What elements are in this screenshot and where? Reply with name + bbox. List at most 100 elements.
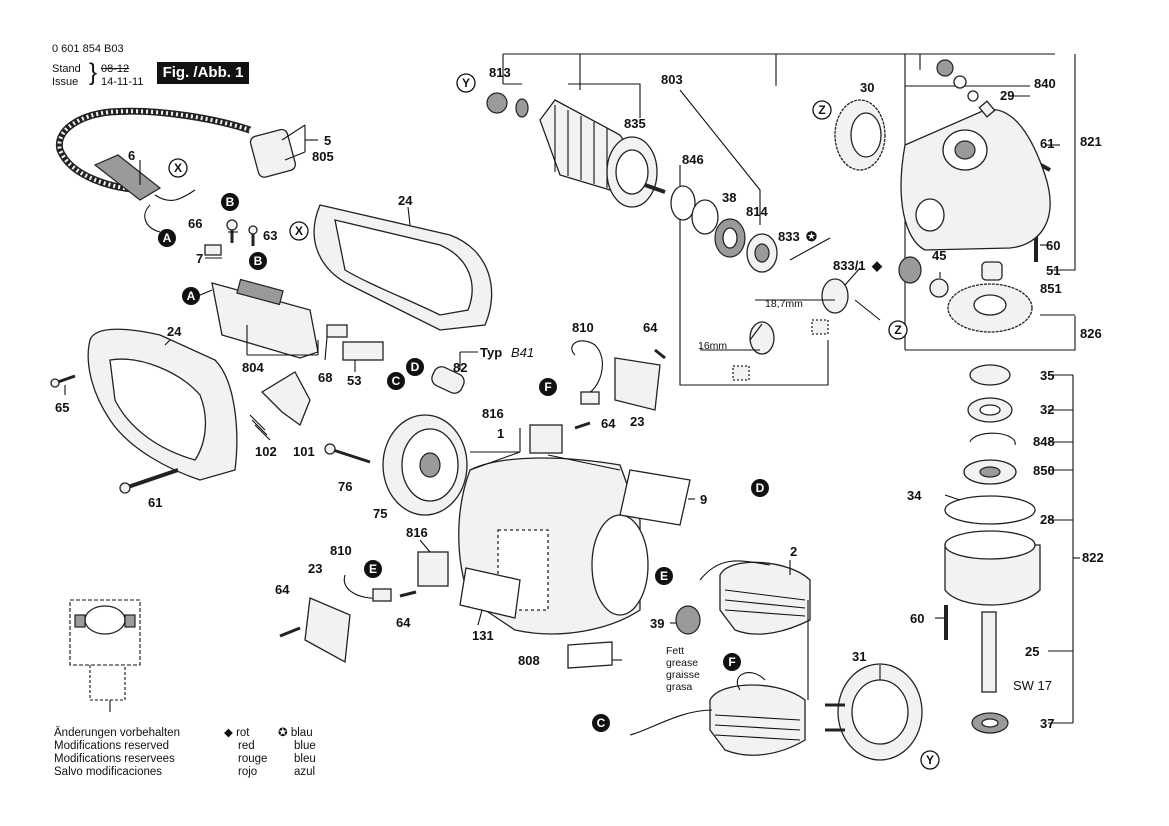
part-number-labels: 5 805 6 66 63 7 24 24 804 68 53 82 65 10… bbox=[55, 65, 1104, 731]
label-816-upper: 816 bbox=[482, 406, 504, 421]
label-31: 31 bbox=[852, 649, 866, 664]
label-840: 840 bbox=[1034, 76, 1056, 91]
end-cap bbox=[825, 663, 923, 761]
label-64-lower-mid: 64 bbox=[396, 615, 411, 630]
svg-text:Z: Z bbox=[818, 103, 825, 117]
callout-b-switch: B bbox=[249, 252, 267, 270]
wrench-size: SW 17 bbox=[1013, 678, 1052, 693]
label-2: 2 bbox=[790, 544, 797, 559]
field-coil-upper bbox=[699, 560, 811, 635]
svg-text:B: B bbox=[226, 195, 235, 209]
svg-text:Y: Y bbox=[926, 753, 934, 767]
label-804: 804 bbox=[242, 360, 264, 375]
star-color-es: azul bbox=[294, 766, 316, 778]
switch-assembly bbox=[211, 278, 319, 359]
callout-c-coil: C bbox=[592, 714, 610, 732]
svg-text:F: F bbox=[728, 655, 735, 669]
grease-bushing bbox=[675, 605, 701, 635]
power-cord bbox=[55, 107, 318, 233]
modifications-note: Änderungen vorbehalten Modifications res… bbox=[54, 727, 180, 779]
callout-a-switch: A bbox=[182, 287, 200, 305]
svg-text:grease: grease bbox=[666, 657, 698, 669]
callout-b-cord: B bbox=[221, 193, 239, 211]
label-5: 5 bbox=[324, 133, 331, 148]
svg-text:E: E bbox=[369, 562, 377, 576]
callout-d-switch: D bbox=[406, 358, 424, 376]
label-34: 34 bbox=[907, 488, 922, 503]
dimension-notes: 18,7mm 16mm bbox=[698, 298, 803, 352]
label-23-lower: 23 bbox=[308, 561, 322, 576]
svg-text:X: X bbox=[174, 161, 182, 175]
callout-z-bearing: Z bbox=[888, 320, 908, 340]
callout-z-gear: Z bbox=[812, 100, 832, 120]
callout-e-brush: E bbox=[364, 560, 382, 578]
modifications-es: Salvo modificaciones bbox=[54, 766, 163, 778]
callout-e-coil: E bbox=[655, 567, 673, 585]
svg-text:C: C bbox=[392, 374, 401, 388]
svg-text:F: F bbox=[544, 380, 551, 394]
star-color-de: blau bbox=[290, 727, 313, 739]
label-810-upper: 810 bbox=[572, 320, 594, 335]
label-35: 35 bbox=[1040, 368, 1054, 383]
callout-x-handle: X bbox=[289, 221, 309, 241]
doc-number: 0 601 854 B03 bbox=[52, 43, 124, 55]
svg-text:E: E bbox=[660, 569, 668, 583]
label-53: 53 bbox=[347, 373, 361, 388]
callout-circles: X B A B A X D C F E D E F C Y Y Z Z bbox=[158, 73, 940, 770]
brace-icon: } bbox=[89, 59, 98, 86]
brush-wires bbox=[304, 340, 661, 664]
diamond-icon-833: ◆ bbox=[871, 258, 883, 273]
stand-label: Stand bbox=[52, 63, 81, 75]
label-805: 805 bbox=[312, 149, 334, 164]
label-9: 9 bbox=[700, 492, 707, 507]
label-60-upper: 60 bbox=[1046, 238, 1060, 253]
label-846: 846 bbox=[682, 152, 704, 167]
pinion bbox=[898, 256, 1003, 298]
label-803: 803 bbox=[661, 72, 683, 87]
label-822: 822 bbox=[1082, 550, 1104, 565]
label-835: 835 bbox=[624, 116, 646, 131]
label-848: 848 bbox=[1033, 434, 1055, 449]
callout-d-coil: D bbox=[751, 479, 769, 497]
issue-value: 14-11-11 bbox=[101, 76, 144, 88]
label-821: 821 bbox=[1080, 134, 1102, 149]
star-legend: ✪ blau blue bleu azul bbox=[278, 727, 316, 779]
svg-text:B: B bbox=[254, 254, 263, 268]
label-63: 63 bbox=[263, 228, 277, 243]
grease-note: Fett grease graisse grasa bbox=[666, 645, 700, 693]
label-23-upper: 23 bbox=[630, 414, 644, 429]
modifications-de: Änderungen vorbehalten bbox=[54, 727, 180, 739]
label-28: 28 bbox=[1040, 512, 1054, 527]
label-6: 6 bbox=[128, 148, 135, 163]
modifications-en: Modifications reserved bbox=[54, 740, 170, 752]
label-24-upper: 24 bbox=[398, 193, 413, 208]
brush-holders bbox=[417, 424, 563, 587]
label-75: 75 bbox=[373, 506, 387, 521]
label-826: 826 bbox=[1080, 326, 1102, 341]
diamond-color-es: rojo bbox=[238, 766, 258, 778]
diamond-legend: ◆ rot red rouge rojo bbox=[224, 727, 267, 779]
svg-text:X: X bbox=[295, 224, 303, 238]
diamond-color-fr: rouge bbox=[238, 753, 268, 765]
svg-text:B41: B41 bbox=[511, 345, 534, 360]
callout-y-armature: Y bbox=[456, 73, 476, 93]
label-82: 82 bbox=[453, 360, 467, 375]
spindle-lock bbox=[936, 59, 996, 118]
gear-housing bbox=[900, 108, 1051, 251]
svg-text:16mm: 16mm bbox=[698, 340, 727, 352]
svg-text:A: A bbox=[163, 231, 172, 245]
label-25: 25 bbox=[1025, 644, 1039, 659]
fan-cover bbox=[382, 414, 468, 516]
label-833-diamond: 833/1 bbox=[833, 258, 866, 273]
label-61-right: 61 bbox=[1040, 136, 1054, 151]
svg-text:Fett: Fett bbox=[666, 645, 684, 657]
label-51: 51 bbox=[1046, 263, 1060, 278]
label-816-lower: 816 bbox=[406, 525, 428, 540]
label-64-mid: 64 bbox=[601, 416, 616, 431]
label-45: 45 bbox=[932, 248, 946, 263]
bearing-rings bbox=[670, 185, 849, 381]
svg-text:Typ: Typ bbox=[480, 345, 502, 360]
wiring-schematic bbox=[69, 599, 141, 712]
label-833-star: 833 bbox=[778, 229, 800, 244]
svg-text:Z: Z bbox=[894, 323, 901, 337]
